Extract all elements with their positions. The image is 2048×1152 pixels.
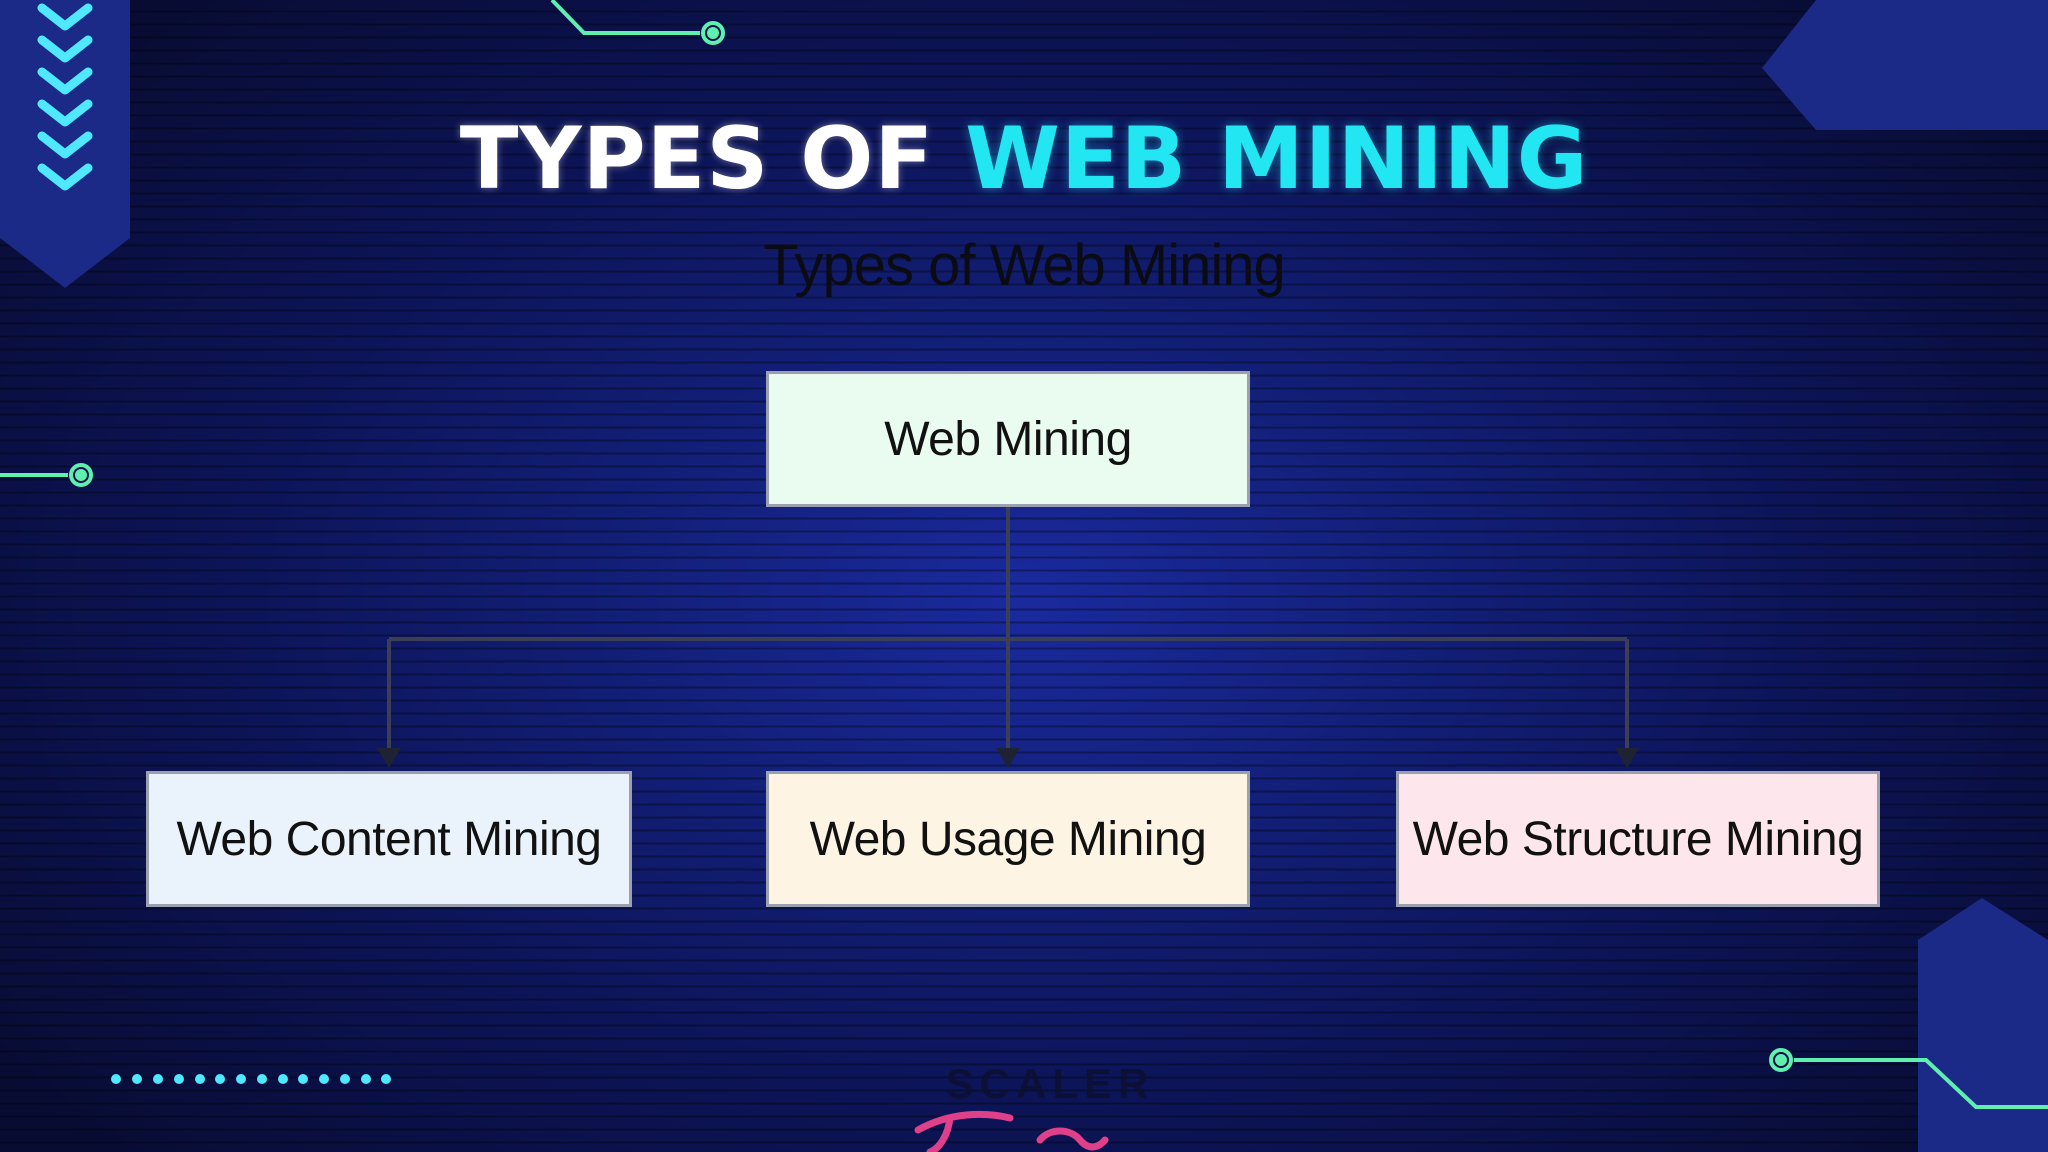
chevron-down-icon (37, 35, 93, 63)
circuit-line-left (0, 463, 93, 487)
page-title: TYPES OF WEB MINING (0, 104, 2048, 214)
node-web-mining: Web Mining (766, 371, 1250, 507)
arrow-down-icon (996, 748, 1020, 768)
node-web-structure-mining: Web Structure Mining (1396, 771, 1880, 907)
diagram-caption: Types of Web Mining (763, 233, 1286, 298)
arrow-down-icon (377, 748, 401, 768)
chevron-down-icon (37, 67, 93, 95)
corner-shape-bottom-right (1918, 898, 2048, 1152)
node-label: Web Mining (884, 412, 1132, 466)
arrowheads (377, 748, 1639, 768)
node-label: Web Structure Mining (1412, 812, 1864, 866)
dot-row (111, 1074, 391, 1084)
circuit-line-top (550, 0, 725, 45)
chevron-down-icon (37, 3, 93, 31)
node-label: Web Content Mining (176, 812, 602, 866)
title-part-white: TYPES OF (459, 109, 966, 209)
node-web-content-mining: Web Content Mining (146, 771, 632, 907)
watermark-brand: SCALER (945, 1060, 1155, 1107)
watermark-script (914, 1110, 1109, 1152)
watermark-logo: SCALER (900, 1060, 1200, 1108)
title-part-accent: WEB MINING (965, 109, 1589, 209)
arrow-down-icon (1615, 748, 1639, 768)
node-web-usage-mining: Web Usage Mining (766, 771, 1250, 907)
circuit-line-bottom-right (1769, 1048, 2048, 1109)
node-label: Web Usage Mining (809, 812, 1207, 866)
connectors (387, 507, 1629, 752)
